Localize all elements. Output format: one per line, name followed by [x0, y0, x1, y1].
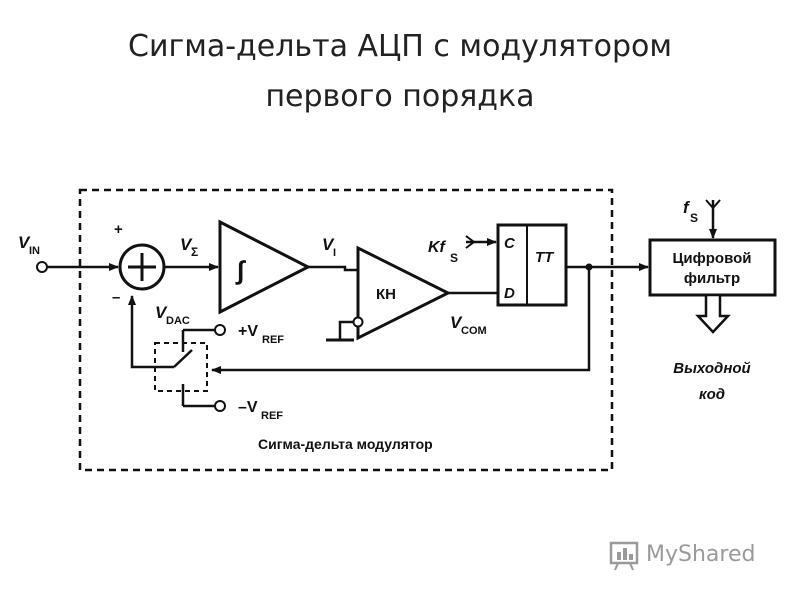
vi-label-sub: I: [333, 247, 336, 259]
vdac-label-sub: DAC: [166, 315, 190, 327]
filter-line-2: фильтр: [684, 270, 740, 287]
output-line-1: Выходной: [673, 360, 750, 377]
input-label-sub: IN: [29, 245, 40, 257]
ground-icon: [326, 316, 364, 342]
modulator-boundary: [78, 188, 614, 472]
watermark-logo-icon: [609, 541, 639, 571]
vref-neg-terminal: [214, 400, 226, 412]
watermark: MyShared: [608, 538, 778, 574]
feedback-wire: [211, 267, 591, 374]
input-terminal: [36, 261, 48, 273]
switch-icon: [160, 330, 193, 406]
vref-neg-label: –V: [238, 399, 258, 416]
ff-tt-label: TT: [535, 249, 555, 266]
dac-output-wire: [128, 295, 160, 369]
ff-d-label: D: [504, 285, 515, 302]
fs-label: f: [683, 198, 691, 217]
comparator: [356, 245, 452, 341]
vi-label: V: [322, 235, 335, 254]
vref-pos-terminal: [214, 324, 226, 336]
modulator-caption: Сигма-дельта модулятор: [258, 436, 433, 452]
integrator: [218, 219, 312, 315]
output-arrow-icon: [695, 293, 731, 334]
clock-label: Kf: [428, 239, 447, 256]
plus-sign: +: [114, 221, 123, 238]
digital-filter: [648, 238, 777, 297]
vcom-label: V: [450, 313, 463, 332]
clock-label-sub: S: [450, 251, 458, 265]
output-line-2: код: [699, 386, 725, 403]
watermark-text: MyShared: [646, 542, 756, 567]
clock-tick-icon: [465, 235, 476, 249]
vref-pos-label: +V: [238, 323, 258, 340]
vcom-label-sub: COM: [461, 325, 487, 337]
slide-title: Сигма-дельта АЦП с модулятором первого п…: [0, 22, 800, 122]
fs-tick-icon: [705, 199, 721, 210]
ff-c-label: C: [504, 235, 516, 252]
title-line-1: Сигма-дельта АЦП с модулятором: [128, 29, 672, 64]
vsigma-label: V: [180, 235, 193, 254]
vsigma-label-sub: Σ: [191, 245, 198, 259]
vdac-label: V: [155, 303, 168, 322]
filter-line-1: Цифровой: [672, 250, 751, 267]
flip-flop: [496, 223, 568, 307]
vref-pos-label-sub: REF: [262, 334, 284, 346]
integrator-output-wire: [308, 265, 358, 272]
fs-label-sub: S: [690, 211, 698, 225]
integral-icon: ∫: [235, 255, 246, 285]
minus-sign: –: [112, 289, 120, 306]
comparator-label: КН: [376, 286, 396, 303]
input-label: V: [18, 233, 31, 252]
summing-junction-icon: [118, 243, 166, 291]
vref-neg-label-sub: REF: [261, 410, 283, 422]
title-line-2: первого порядка: [265, 79, 535, 114]
